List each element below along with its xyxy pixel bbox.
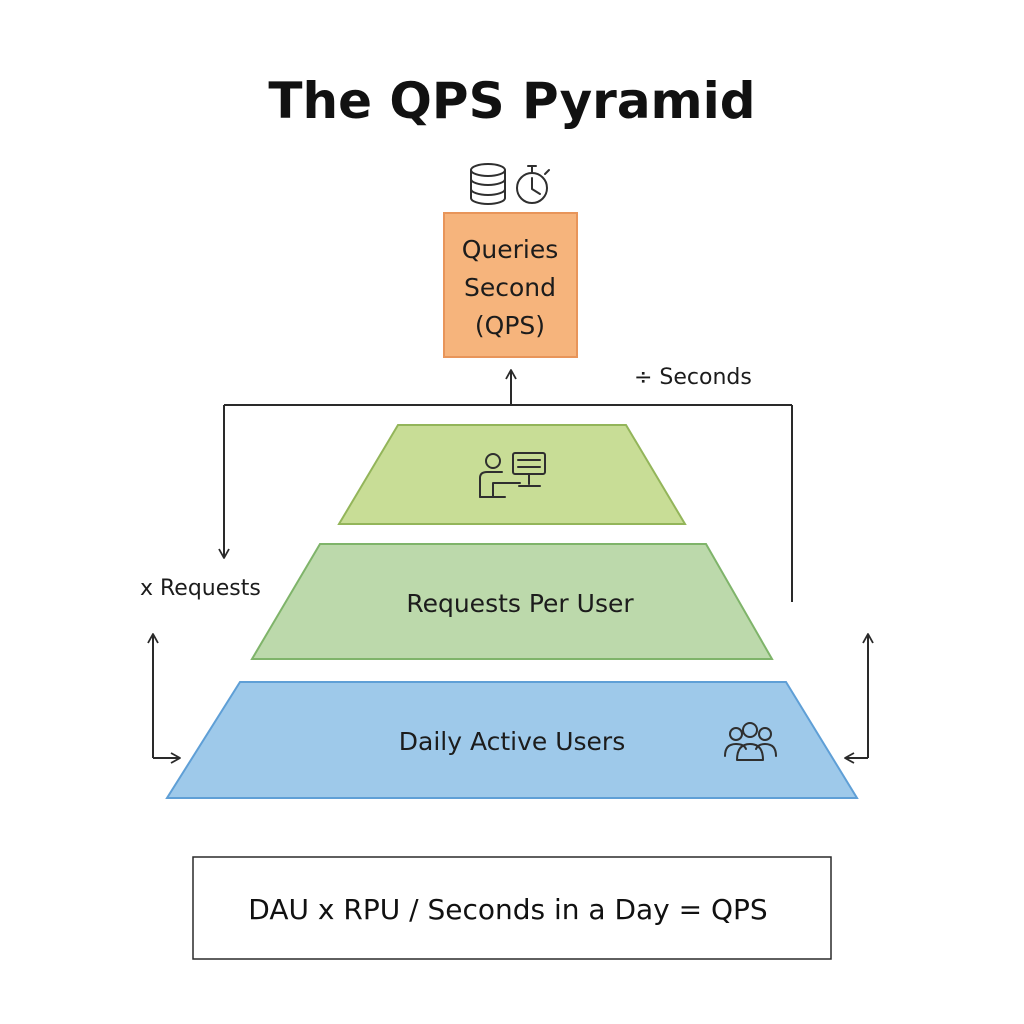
tier-label-daily-active-users: Daily Active Users: [399, 727, 626, 756]
requests-label: x Requests: [140, 576, 261, 601]
database-icon: [470, 163, 506, 205]
formula-box: DAU x RPU / Seconds in a Day = QPS: [192, 856, 832, 960]
pyramid-tier-daily-active-users: [165, 681, 859, 799]
diagram-title: The QPS Pyramid: [268, 72, 755, 130]
qps-box-line3: (QPS): [475, 311, 545, 340]
pyramid-tier-top: [337, 424, 687, 525]
pyramid-tier-requests-per-user: [250, 543, 774, 660]
tier-label-requests-per-user: Requests Per User: [406, 589, 634, 618]
seconds-label: ÷ Seconds: [634, 365, 752, 390]
user-computer-icon: [479, 452, 546, 498]
users-group-icon: [724, 722, 777, 761]
formula-text: DAU x RPU / Seconds in a Day = QPS: [248, 893, 767, 926]
qps-box-line1: Queries: [462, 235, 559, 264]
qps-box: Queries Second (QPS): [443, 212, 578, 358]
stopwatch-icon: [516, 165, 550, 204]
qps-box-line2: Second: [464, 273, 556, 302]
